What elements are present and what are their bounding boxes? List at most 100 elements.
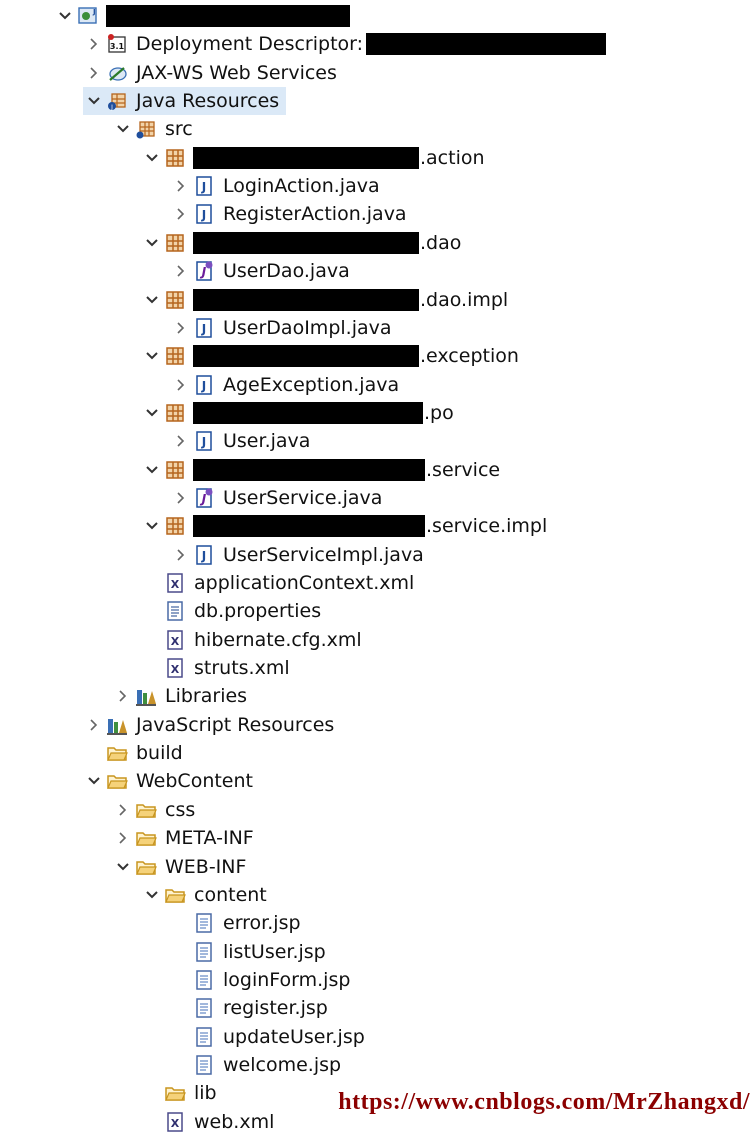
tree-row[interactable]: db.properties xyxy=(141,597,322,625)
tree-row[interactable]: .action xyxy=(141,144,486,172)
tree-row[interactable]: updateUser.jsp xyxy=(170,1023,366,1051)
chevron-right-icon[interactable] xyxy=(83,59,105,87)
chevron-down-icon[interactable] xyxy=(141,881,163,909)
tree-row[interactable]: lib xyxy=(141,1079,218,1107)
chevron-right-icon[interactable] xyxy=(170,541,192,569)
tree-row[interactable]: Libraries xyxy=(112,682,248,710)
chevron-down-icon[interactable] xyxy=(54,2,76,30)
tree-row[interactable]: css xyxy=(112,796,196,824)
chevron-down-icon[interactable] xyxy=(141,144,163,172)
chevron-right-icon[interactable] xyxy=(170,172,192,200)
tree-row-label: JavaScript Resources xyxy=(136,713,335,736)
chevron-down-icon[interactable] xyxy=(141,286,163,314)
jsp-file-icon xyxy=(192,1025,216,1049)
chevron-down-icon[interactable] xyxy=(141,512,163,540)
tree-row[interactable]: .service.impl xyxy=(141,512,548,540)
tree-row[interactable]: .dao.impl xyxy=(141,286,509,314)
chevron-down-icon[interactable] xyxy=(112,115,134,143)
source-folder-icon xyxy=(134,117,158,141)
tree-row[interactable]: .exception xyxy=(141,342,520,370)
svg-text:J: J xyxy=(201,322,206,336)
chevron-right-icon[interactable] xyxy=(83,711,105,739)
svg-text:X: X xyxy=(171,578,180,591)
svg-text:X: X xyxy=(171,635,180,648)
tree-row[interactable]: welcome.jsp xyxy=(170,1051,342,1079)
libraries-icon xyxy=(105,713,129,737)
tree-row[interactable]: .dao xyxy=(141,229,462,257)
tree-row-label: error.jsp xyxy=(223,912,301,935)
tree-row-label: .exception xyxy=(420,345,519,368)
redacted-package-prefix xyxy=(193,288,419,311)
chevron-right-icon[interactable] xyxy=(170,200,192,228)
tree-row[interactable]: error.jsp xyxy=(170,909,302,937)
chevron-down-icon[interactable] xyxy=(141,399,163,427)
jsp-file-icon xyxy=(192,911,216,935)
tree-row[interactable]: src xyxy=(112,115,194,143)
tree-row[interactable]: WEB-INF xyxy=(112,853,247,881)
tree-row[interactable]: JavaScript Resources xyxy=(83,711,335,739)
tree-row[interactable]: JAX-WS Web Services xyxy=(83,59,338,87)
chevron-down-icon[interactable] xyxy=(141,456,163,484)
twisty-spacer xyxy=(170,994,192,1022)
tree-row-label: META-INF xyxy=(165,827,254,850)
twisty-spacer xyxy=(170,966,192,994)
tree-row-label: WebContent xyxy=(136,770,253,793)
chevron-down-icon[interactable] xyxy=(112,853,134,881)
chevron-right-icon[interactable] xyxy=(112,796,134,824)
chevron-right-icon[interactable] xyxy=(170,314,192,342)
tree-row-label: .dao xyxy=(420,231,462,254)
folder-icon xyxy=(134,798,158,822)
tree-row[interactable]: listUser.jsp xyxy=(170,938,327,966)
text-file-icon xyxy=(163,599,187,623)
chevron-right-icon[interactable] xyxy=(83,30,105,58)
tree-row[interactable]: META-INF xyxy=(112,824,255,852)
tree-row-label: listUser.jsp xyxy=(223,940,326,963)
chevron-right-icon[interactable] xyxy=(170,427,192,455)
tree-row-label: UserServiceImpl.java xyxy=(223,543,424,566)
xml-file-icon: X xyxy=(163,656,187,680)
folder-icon xyxy=(105,741,129,765)
chevron-down-icon[interactable] xyxy=(83,87,105,115)
libraries-icon xyxy=(134,684,158,708)
chevron-right-icon[interactable] xyxy=(112,824,134,852)
chevron-right-icon[interactable] xyxy=(170,484,192,512)
package-icon xyxy=(163,514,187,538)
chevron-down-icon[interactable] xyxy=(83,767,105,795)
tree-row-label: build xyxy=(136,742,183,765)
package-icon xyxy=(163,231,187,255)
tree-row-label: .action xyxy=(420,146,485,169)
tree-row[interactable]: content xyxy=(141,881,268,909)
chevron-down-icon[interactable] xyxy=(141,229,163,257)
tree-row[interactable]: J xyxy=(54,2,350,30)
tree-row[interactable]: register.jsp xyxy=(170,994,329,1022)
chevron-right-icon[interactable] xyxy=(112,682,134,710)
chevron-down-icon[interactable] xyxy=(141,342,163,370)
chevron-right-icon[interactable] xyxy=(170,257,192,285)
tree-row[interactable]: loginForm.jsp xyxy=(170,966,351,994)
chevron-right-icon[interactable] xyxy=(170,371,192,399)
tree-row[interactable]: .service xyxy=(141,456,501,484)
twisty-spacer xyxy=(141,597,163,625)
tree-row[interactable]: WebContent xyxy=(83,767,254,795)
twisty-spacer xyxy=(141,654,163,682)
twisty-spacer xyxy=(170,938,192,966)
tree-row[interactable]: .po xyxy=(141,399,455,427)
tree-row[interactable]: build xyxy=(83,739,184,767)
folder-icon xyxy=(134,855,158,879)
tree-row-label: applicationContext.xml xyxy=(194,572,415,594)
tree-row-label: css xyxy=(165,798,196,821)
